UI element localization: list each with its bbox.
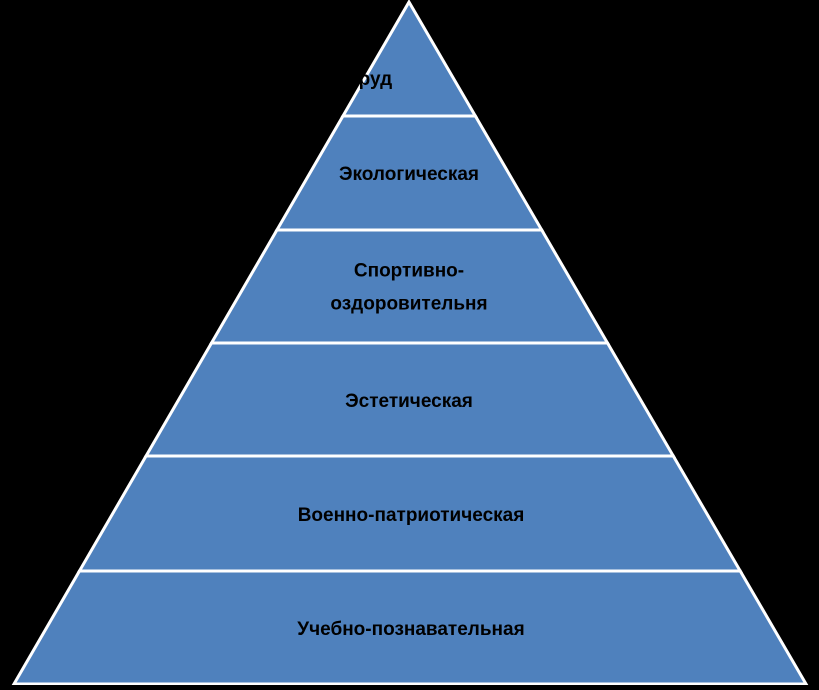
pyramid-level-2-label: Экологическая [339,164,479,185]
pyramid-level-1 [340,0,478,118]
pyramid-level-5-label: Военно-патриотическая [298,505,525,526]
pyramid-level-1-label: Труд [348,69,392,90]
pyramid-level-6-label: Учебно-познавательная [297,619,524,640]
pyramid-level-3-label: Спортивно- [354,261,464,282]
pyramid-level-3-label: оздоровительня [330,294,487,315]
pyramid-level-3 [208,228,611,345]
pyramid-level-4-label: Эстетическая [345,391,473,412]
pyramid-level-6 [11,569,809,686]
